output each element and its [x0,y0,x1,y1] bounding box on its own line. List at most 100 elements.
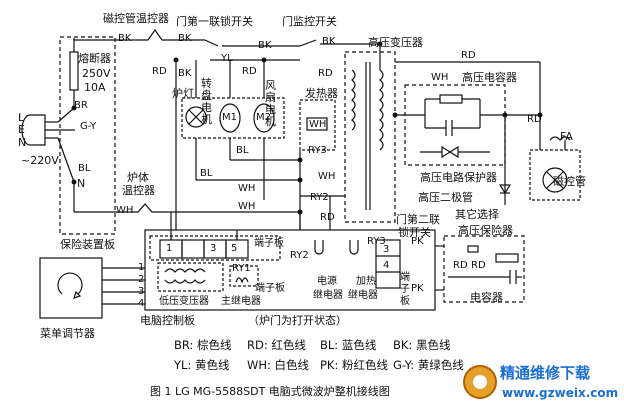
lv-transformer-label: 低压变压器 [159,296,209,307]
watermark-title: 精通维修下载 [500,364,591,382]
relay-terminal-4-label: 4 [383,260,390,271]
n-node-label: N [77,177,86,190]
plug-e-label: E [18,123,25,136]
voltage-label: ~220V [21,154,59,167]
magnetron-thermostat-label: 磁控管温控器 [103,12,169,25]
cavity-thermostat-label-2: 温控器 [122,184,155,197]
ry2-top-label: RY2 [310,192,329,203]
fan-motor-label: 风扇电机 [265,79,276,128]
hv-diode-label: 高压二极管 [418,191,473,204]
wire-tag: WH [116,205,134,216]
heater-wh-box [306,117,328,131]
wire-tag: RD [242,66,257,77]
terminal-3-label: 3 [210,243,217,254]
computer-board-outline [144,229,436,311]
wire-tag: WH [431,72,449,83]
door-second-interlock-label-1: 门第二联 [396,213,440,226]
fa-label: FA [560,130,573,143]
menu-pin-3-label: 3 [138,286,145,297]
fuse-symbol [69,51,79,91]
hv-capacitor-outline [404,84,506,166]
hv-protector-outline [443,235,525,303]
legend-rd: RD: 红色线 [247,338,306,352]
legend-bk: BK: 黑色线 [393,338,451,352]
menu-controller-label: 菜单调节器 [40,327,95,340]
wire-tag: YL [221,53,233,64]
wire-tag: BK [118,33,132,44]
legend-bl: BL: 蓝色线 [320,338,377,352]
legend-wh: WH: 白色线 [247,358,310,372]
fuse-current-label: 10A [84,81,106,94]
menu-pin-4-label: 4 [138,298,145,309]
main-relay-label: 主继电器 [221,296,261,307]
hv-protector-label: 高压保险器 [458,224,513,237]
hv-circuit-protector-label: 高压电路保护器 [420,171,497,184]
magnetron-outline [529,149,581,201]
hv-transformer-outline [344,51,396,223]
fan-motor-symbol [253,103,275,133]
wire-tag: G-Y [80,121,97,132]
wire-tag: BK [258,40,272,51]
m1-label: M1 [222,112,237,123]
hv-capacitor-label: 高压电容器 [462,71,517,84]
ry2-label: RY2 [290,250,309,261]
heater-label: 发热器 [305,87,338,100]
wire-tag: BL [78,163,91,174]
wire-tag: BL [200,168,213,179]
menu-pin-1-label: 1 [138,262,145,273]
terminal-board-label-2: 端子板 [255,283,285,294]
wire-tag: RD [318,68,333,79]
plug-n-label: N [18,136,27,149]
wire-tag: BL [236,145,249,156]
wire-tag: RD [453,260,468,271]
other-options-label: 其它选择 [455,208,499,221]
door-second-interlock-label-2: 锁开关 [398,226,431,239]
oven-lamp-label: 炉灯 [172,87,194,100]
terminal-1-label: 1 [166,243,173,254]
heater-outline [299,99,336,151]
wire-tag: PK [411,283,424,294]
door-state-label: （炉门为打开状态） [248,314,347,327]
figure-caption: 图 1 LG MG-5588SDT 电脑式微波炉整机接线图 [150,385,390,398]
terminal-5-label: 5 [231,243,238,254]
ry3-label: RY3 [367,236,386,247]
heating-relay-label-2: 继电器 [348,290,378,301]
fuse-voltage-label: 250V [82,67,111,80]
wire-tag: RD [152,66,167,77]
door-first-interlock-label: 门第一联锁开关 [176,15,253,28]
power-relay-label-1: 电源 [317,276,337,287]
wire-tag: WH [318,171,336,182]
terminal-board-label-3: 端子板 [400,272,410,307]
wire-tag: WH [238,183,256,194]
wire-tag: RD [527,114,542,125]
ry3-top-label: RY3 [308,145,327,156]
wire-tag: PK [411,236,424,247]
turntable-motor-label: 转盘电机 [201,77,212,126]
legend-gy: G-Y: 黄绿色线 [393,358,464,372]
power-relay-label-2: 继电器 [313,290,343,301]
turntable-motor-symbol [219,103,241,133]
wire-tag: RD [461,50,476,61]
ry1-label: RY1 [232,263,251,274]
door-monitor-switch-label: 门监控开关 [282,15,337,28]
wire-tag: BK [322,36,336,47]
heating-relay-label-1: 加热 [356,276,376,287]
fuse-title-label: 熔断器 [78,52,111,65]
wire-tag: RD [471,260,486,271]
wire-tag: WH [238,201,256,212]
menu-controller-outline [39,257,103,319]
wire-tag: BR [74,100,88,111]
watermark-url: www.gzweix.com [502,386,619,400]
m2-label: M2 [256,112,271,123]
relay-terminal-3-label: 3 [383,244,390,255]
cavity-thermostat-label-1: 炉体 [127,171,149,184]
watermark-logo-icon [463,365,497,399]
legend-yl: YL: 黄色线 [174,358,230,372]
heater-wh-box-label: WH [309,119,327,130]
wire-tag: BK [178,33,192,44]
capacitor-label: 电容器 [470,291,503,304]
menu-pin-2-label: 2 [138,274,145,285]
plug-l-label: L [18,111,25,124]
wire-tag: BK [178,68,192,79]
